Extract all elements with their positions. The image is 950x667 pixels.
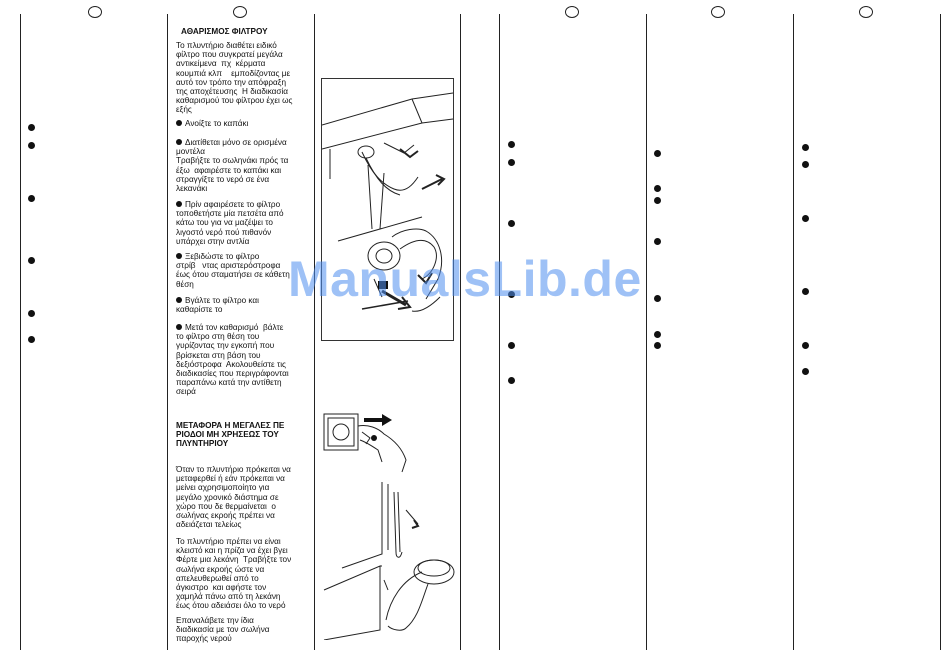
bullet-icon (28, 124, 35, 131)
filter-step-towel: Πρίν αφαιρέσετε το φίλτρο τοποθετήστε μί… (176, 200, 284, 246)
bullet-icon (654, 197, 661, 204)
bullet-icon (28, 336, 35, 343)
bullet-icon (508, 291, 515, 298)
bullet-icon (802, 342, 809, 349)
bullet-icon (802, 144, 809, 151)
filter-step-drain-tube: Διατίθεται μόνο σε ορισμένα μοντέλα Τραβ… (176, 138, 289, 194)
filter-step-reinsert: Μετά τον καθαρισμό βάλτε το φίλτρο στη θ… (176, 323, 289, 397)
bullet-icon (176, 139, 182, 145)
bullet-icon (508, 377, 515, 384)
language-circle-icon (233, 6, 247, 18)
bullet-icon (802, 288, 809, 295)
language-circle-icon (711, 6, 725, 18)
bullet-icon (654, 150, 661, 157)
bullet-icon (28, 195, 35, 202)
bullet-icon (28, 257, 35, 264)
bullet-icon (176, 324, 182, 330)
plug-socket-icon (323, 413, 407, 473)
bullet-icon (654, 185, 661, 192)
bullet-icon (508, 141, 515, 148)
column-divider (793, 14, 794, 650)
bullet-icon (802, 161, 809, 168)
drain-hose-icon (323, 482, 455, 641)
bullet-icon (28, 310, 35, 317)
bullet-icon (508, 342, 515, 349)
transport-heading: ΜΕΤΑΦΟΡΑ Η ΜΕΓΑΛΕΣ ΠΕ ΡΙΟΔΟΙ ΜΗ ΧΡΗΣΕΩΣ … (176, 421, 285, 449)
column-divider (460, 14, 461, 650)
language-circle-icon (565, 6, 579, 18)
bullet-icon (176, 253, 182, 259)
column-divider (20, 14, 21, 650)
drain-hose-illustration (322, 480, 456, 641)
bullet-icon (654, 342, 661, 349)
bullet-icon (176, 297, 182, 303)
bullet-icon (654, 295, 661, 302)
filter-step-remove-clean: Βγάλτε το φίλτρο και καθαρίστε το (176, 296, 259, 315)
filter-step-open-lid: Ανοίξτε το καπάκι (185, 119, 249, 128)
watermark: ManualsLib.de (288, 251, 642, 307)
filter-illustration (321, 78, 454, 341)
bullet-icon (654, 331, 661, 338)
transport-paragraph-2: Το πλυντήριο πρέπει να είναι κλειστό και… (176, 537, 292, 611)
column-divider (646, 14, 647, 650)
transport-paragraph-1: Όταν το πλυντήριο πρόκειται να μεταφερθε… (176, 465, 291, 530)
language-circle-icon (88, 6, 102, 18)
filter-drawing-icon (321, 92, 454, 312)
filter-step-unscrew: Ξεβιδώστε το φίλτρο στρίβ ντας αριστερόσ… (176, 252, 290, 289)
bullet-icon (176, 120, 182, 126)
column-divider (499, 14, 500, 650)
bullet-icon (654, 238, 661, 245)
filter-heading: ΑΘΑΡΙΣΜΟΣ ΦΙΛΤΡΟΥ (181, 27, 268, 36)
bullet-icon (802, 215, 809, 222)
language-circle-icon (859, 6, 873, 18)
bullet-icon (802, 368, 809, 375)
bullet-icon (28, 142, 35, 149)
column-divider (167, 14, 168, 650)
column-divider (314, 14, 315, 650)
filter-intro: Το πλυντήριο διαθέτει ειδικό φίλτρο που … (176, 41, 293, 115)
transport-paragraph-3: Επαναλάβετε την ίδια διαδικασία με τον σ… (176, 616, 270, 644)
unplug-illustration (322, 410, 418, 478)
column-divider (940, 14, 941, 650)
bullet-icon (508, 159, 515, 166)
bullet-icon (176, 201, 182, 207)
bullet-icon (508, 220, 515, 227)
